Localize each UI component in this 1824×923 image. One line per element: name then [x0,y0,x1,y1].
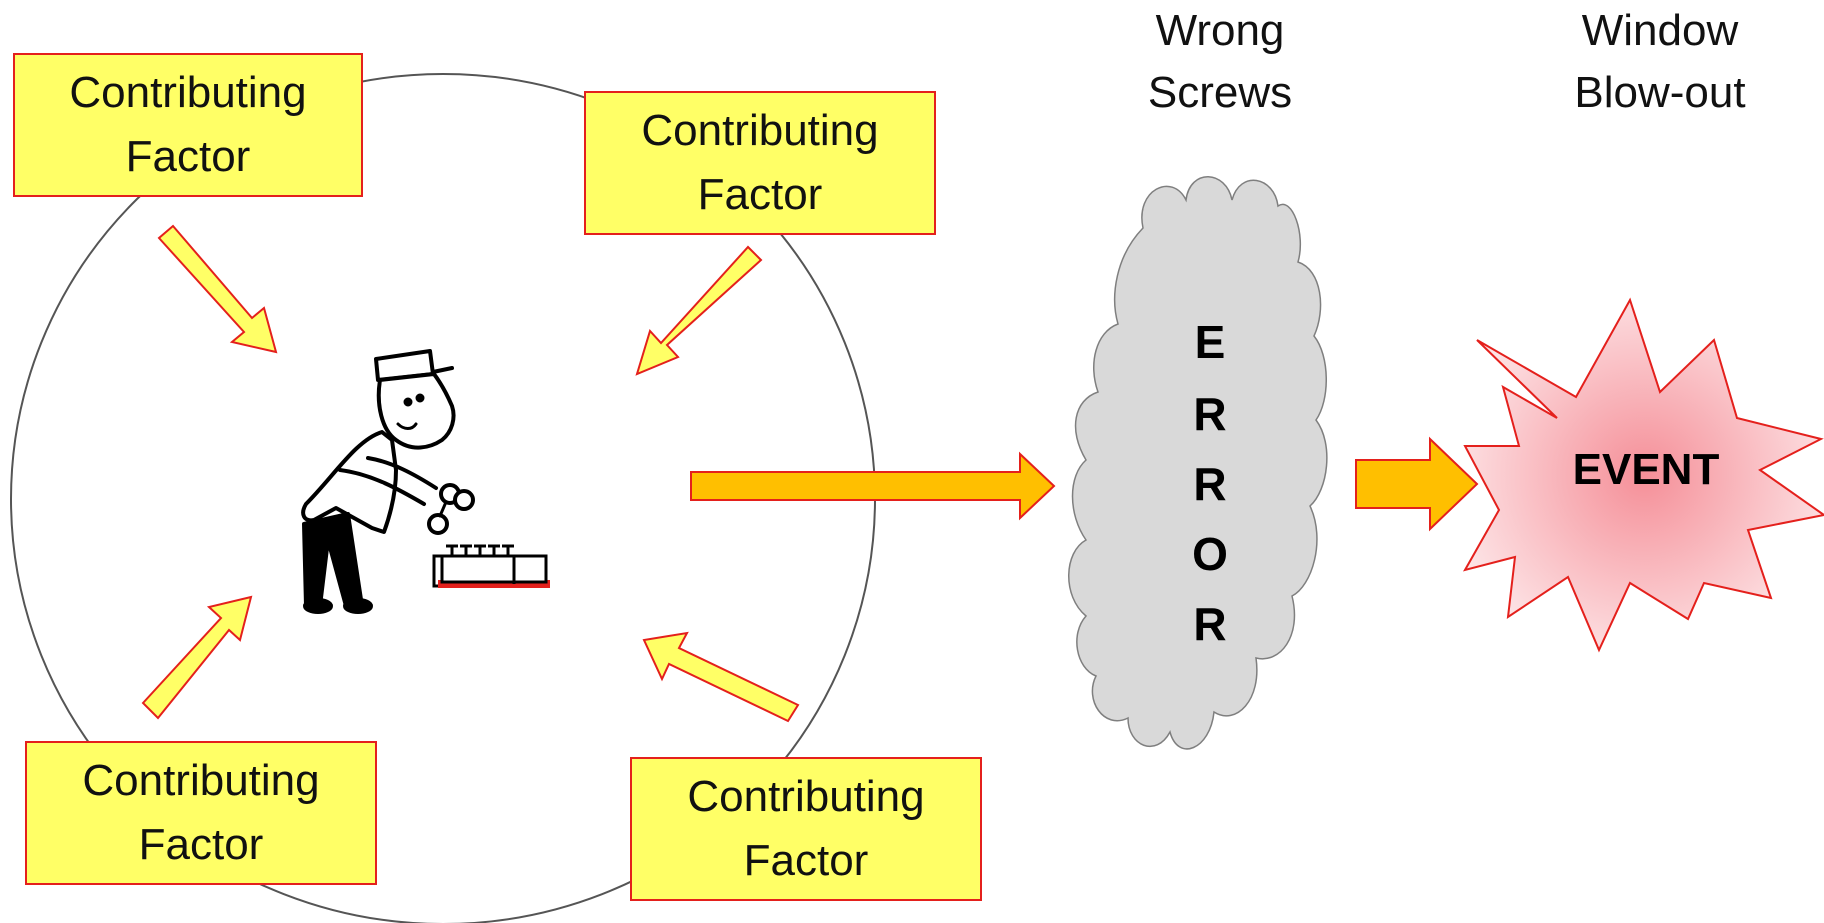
error-label: Wrong Screws [1110,0,1330,124]
contributing-factor-box: Contributing Factor [25,741,377,885]
error-letter: R [1193,388,1226,440]
error-arrow [690,451,1056,521]
factor-label-line1: Contributing [687,772,925,821]
factor-arrow-top-left [157,224,278,354]
contributing-factor-box: Contributing Factor [13,53,363,197]
factor-arrow-bottom-right [642,631,800,723]
factor-label-line1: Contributing [82,756,320,805]
error-cloud [1068,176,1328,750]
factor-label-line2: Factor [743,836,869,885]
factor-label-line2: Factor [125,132,251,181]
event-label: Window Blow-out [1540,0,1780,124]
contributing-factor-box: Contributing Factor [584,91,936,235]
contributing-factor-box: Contributing Factor [630,757,982,901]
toolbox-icon [432,544,550,588]
factor-label-line1: Contributing [641,106,879,155]
error-letter: E [1195,316,1226,368]
factor-label-line2: Factor [138,820,264,869]
factor-arrow-bottom-left [141,595,253,720]
error-label-line2: Screws [1147,68,1293,117]
event-label-line2: Blow-out [1574,68,1746,117]
event-arrow [1355,436,1479,532]
mechanic-figure-icon [301,349,475,614]
event-burst [1462,297,1824,653]
error-label-line1: Wrong [1155,6,1285,55]
event-label-line1: Window [1581,6,1739,55]
event-text: EVENT [1573,445,1720,494]
error-letter: R [1193,598,1226,650]
error-letter: R [1193,458,1226,510]
error-letter: O [1192,528,1228,580]
factor-label-line1: Contributing [69,68,307,117]
factor-arrow-top-right [635,245,763,376]
factor-label-line2: Factor [697,170,823,219]
